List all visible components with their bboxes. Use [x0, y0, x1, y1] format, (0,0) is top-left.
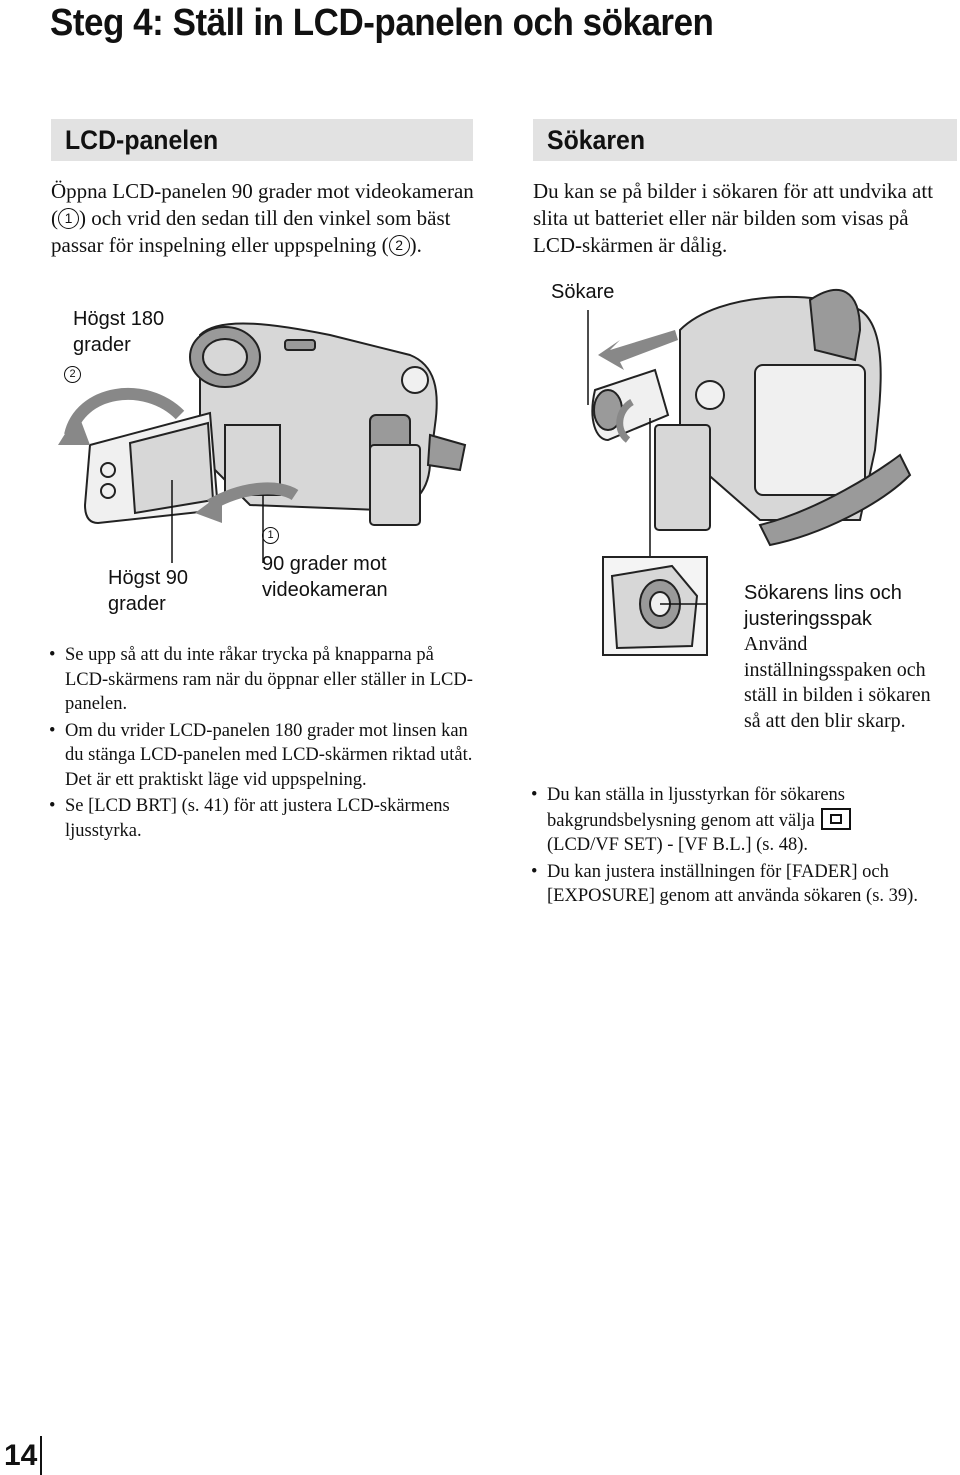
mode-dial — [401, 366, 429, 394]
viewfinder-camcorder-illustration — [587, 289, 912, 558]
lcd-notes-list: Se upp så att du inte råkar trycka på kn… — [49, 643, 474, 845]
label-viewfinder: Sökare — [551, 281, 615, 303]
label-90-toward-camera: 90 grader mot videokameran — [262, 553, 388, 601]
rotation-180-arrowhead — [58, 413, 90, 445]
viewfinder-intro: Du kan se på bilder i sökaren för att un… — [533, 179, 934, 257]
viewfinder-heading-text: Sökaren — [547, 125, 646, 155]
camera-side-panel — [754, 364, 866, 496]
pull-out-arrow — [598, 330, 678, 370]
lcd-heading-text: LCD-panelen — [65, 125, 219, 155]
lcd-button-2 — [100, 483, 116, 499]
adjust-arrow — [616, 398, 635, 443]
label-max-90: Högst 90 grader — [108, 567, 189, 615]
lcd-camcorder-illustration — [58, 322, 467, 563]
label-lens-and-lever: Sökarens lins och justeringsspak — [744, 582, 902, 630]
page-title: Steg 4: Ställ in LCD-panelen och sökaren — [50, 2, 714, 44]
lcd-note-2: Om du vrider LCD-panelen 180 grader mot … — [49, 719, 474, 793]
lens-lever-inset — [602, 556, 708, 656]
lcd-vf-set-menu-icon — [821, 807, 852, 830]
callout-marker-1: 1 — [262, 527, 279, 545]
grip-strap — [426, 433, 467, 472]
viewfinder-note-1: Du kan ställa in ljusstyrkan för sökaren… — [531, 783, 956, 858]
camera-lens-ring — [202, 338, 248, 376]
battery — [369, 444, 421, 526]
lever-instruction: Använd inställningsspaken och ställ in b… — [744, 633, 931, 732]
page-number-rule — [40, 1436, 42, 1475]
callout-marker-2: 2 — [64, 366, 81, 384]
label-max-180: Högst 180 grader — [73, 308, 165, 356]
rotation-90-arrowhead — [195, 493, 222, 523]
marker-1: 1 — [58, 208, 79, 229]
viewfinder-note-2: Du kan justera inställningen för [FADER]… — [531, 860, 956, 909]
lcd-section-heading: LCD-panelen — [51, 119, 473, 161]
lcd-note-3: Se [LCD BRT] (s. 41) för att justera LCD… — [49, 794, 474, 843]
zoom-lever — [284, 339, 316, 351]
lcd-intro: Öppna LCD-panelen 90 grader mot videokam… — [51, 179, 474, 257]
camera-top-hood — [808, 289, 862, 362]
hand-strap — [758, 453, 912, 547]
marker-2: 2 — [388, 235, 410, 256]
lcd-note-1: Se upp så att du inte råkar trycka på kn… — [49, 643, 474, 717]
viewfinder-section-heading: Sökaren — [533, 119, 957, 161]
page-number: 14 — [4, 1439, 38, 1472]
lcd-button-1 — [100, 462, 116, 478]
rear-dial — [695, 380, 725, 410]
battery-rear — [654, 424, 711, 531]
viewfinder-notes-list: Du kan ställa in ljusstyrkan för sökaren… — [531, 783, 956, 911]
